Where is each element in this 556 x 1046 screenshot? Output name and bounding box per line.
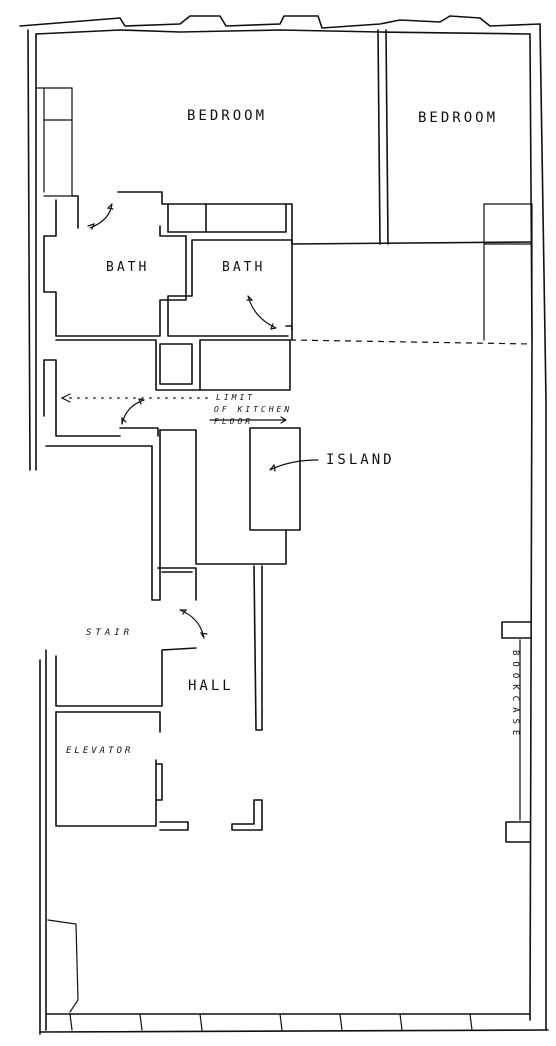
bath-right-label: BATH: [222, 260, 266, 275]
kitchen-walls: [45, 427, 301, 601]
island-counter: [249, 427, 301, 531]
bookcase-niches: [501, 621, 531, 843]
island-label: ISLAND: [326, 452, 395, 468]
kitchen-limit-note-2: OF KITCHEN: [214, 405, 293, 414]
window-bays: [35, 87, 533, 341]
door-swings: [87, 203, 319, 639]
hall-walls: [55, 565, 263, 831]
kitchen-limit-note-1: LIMIT: [216, 393, 256, 402]
stair-label: STAIR: [86, 628, 134, 638]
exterior-walls: [19, 15, 549, 1035]
elevator-label: ELEVATOR: [66, 746, 134, 756]
kitchen-limit-pointer: [209, 416, 287, 424]
bedroom-walls: [71, 29, 531, 245]
bedroom-right-label: BEDROOM: [418, 110, 499, 126]
closet-walls: [43, 339, 291, 437]
bedroom-left-label: BEDROOM: [187, 108, 268, 124]
kitchen-limit-note-3: FLOOR: [214, 417, 254, 426]
bath-left-label: BATH: [106, 260, 150, 275]
bookcase-label: BOOKCASE: [510, 650, 520, 742]
bath-walls: [43, 199, 293, 341]
kitchen-limit-arrow: [61, 393, 71, 403]
bedroom-limit-line: [289, 339, 533, 345]
hall-label: HALL: [188, 678, 234, 694]
